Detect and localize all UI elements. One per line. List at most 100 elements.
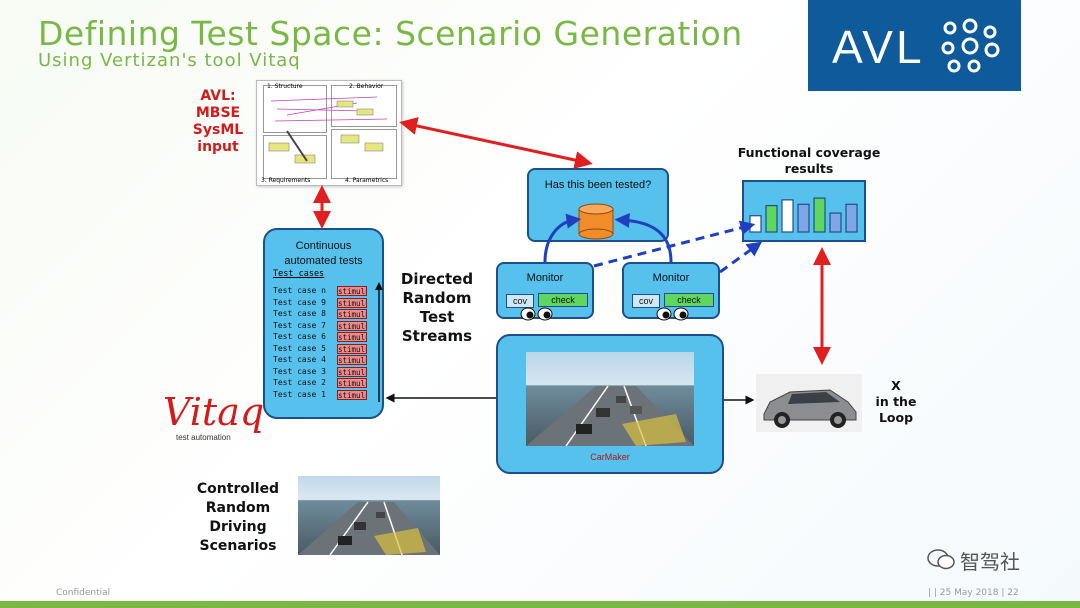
test-case-stimulus: stimulus	[337, 332, 367, 342]
test-case-row: Test case 3 stimulus	[273, 366, 369, 378]
mbse-label: AVL: MBSE SysML input	[188, 88, 248, 156]
vitaq-tagline: test automation	[176, 433, 231, 442]
dashed-blue-arrow	[719, 241, 763, 274]
monitor-label: Monitor	[526, 272, 564, 284]
test-case-stimulus: stimulus	[337, 366, 367, 377]
x-loop-label: X in the Loop	[866, 378, 926, 426]
eyes-icon	[656, 307, 689, 321]
directed-streams-line: Random	[402, 289, 472, 307]
scenarios-label: Controlled Random Driving Scenarios	[186, 480, 290, 556]
monitor-cov: cov	[632, 294, 660, 308]
scenarios-line: Random	[205, 500, 271, 516]
test-case-row: Test case 5 stimulus	[273, 343, 369, 355]
car-image	[756, 374, 862, 432]
footer-confidential: Confidential	[56, 588, 111, 598]
road-scene	[526, 385, 694, 446]
coverage-bar	[765, 205, 778, 233]
diagram-label: 4. Parametrics	[345, 177, 389, 184]
test-case-name: Test case 1	[273, 389, 326, 399]
avl-logo-text: AVL	[832, 21, 925, 73]
blue-arrow	[614, 212, 673, 263]
test-order-arrow	[375, 282, 383, 402]
test-case-stimulus: stimulus	[337, 309, 367, 319]
test-case-name: Test case 7	[273, 320, 326, 330]
test-case-name: Test case 9	[273, 297, 326, 307]
dashed-blue-arrow	[593, 220, 756, 268]
x-loop-line: X	[891, 378, 901, 393]
footer-date-page: | | 25 May 2018 | 22	[928, 588, 1019, 598]
coverage-title: Functional coverage results	[728, 145, 890, 177]
scenarios-line: Controlled	[196, 481, 280, 497]
directed-streams-line: Directed	[400, 270, 474, 288]
red-arrow	[399, 117, 593, 169]
continuous-tests-title: automated tests	[284, 255, 363, 267]
test-case-stimulus: stimulus	[337, 343, 367, 354]
diagram-quadrant	[263, 85, 327, 133]
x-loop-line: Loop	[878, 410, 914, 425]
coverage-title-line: Functional coverage	[737, 145, 881, 160]
footer-bar	[0, 601, 1080, 608]
continuous-tests-title: Continuous	[295, 240, 352, 252]
coverage-bar	[813, 197, 826, 233]
test-case-row: Test case 1 stimulus	[273, 389, 369, 401]
coverage-bar	[797, 203, 810, 233]
test-case-row: Test case 7 stimulus	[273, 320, 369, 332]
test-case-row: Test case 9 stimulus	[273, 297, 369, 309]
wechat-icon	[927, 549, 955, 570]
monitor-cov: cov	[506, 294, 534, 308]
carmaker-screen	[526, 352, 694, 446]
x-loop-line: in the	[875, 394, 917, 409]
test-case-name: Test case 6	[273, 332, 326, 341]
test-case-stimulus: stimulus	[337, 297, 367, 308]
test-case-row: Test case 2 stimulus	[273, 378, 369, 389]
coverage-bar	[845, 203, 858, 233]
monitor-label: Monitor	[652, 272, 690, 284]
test-case-stimulus: stimulus	[337, 320, 367, 331]
tested-box-label: Has this been tested?	[544, 179, 652, 191]
test-case-row: Test case 8 stimulus	[273, 309, 369, 320]
continuous-tests-box: Continuous automated tests Test cases Te…	[263, 228, 384, 419]
test-cases-header: Test cases	[273, 269, 325, 279]
test-case-row: Test case 6 stimulus	[273, 332, 369, 343]
blue-arrow	[543, 213, 582, 263]
test-case-name: Test case 2	[273, 378, 326, 387]
sysml-diagram: 1. Structure 2. Behavior 3. Requirements…	[256, 80, 402, 186]
mbse-label-line: AVL:	[200, 88, 236, 104]
test-case-row: Test case 4 stimulus	[273, 355, 369, 366]
test-case-stimulus: stimulus	[337, 286, 367, 296]
avl-logo	[808, 0, 1021, 91]
directed-streams-line: Test	[419, 308, 455, 326]
scenarios-line: Driving	[209, 519, 267, 535]
test-case-name: Test case 4	[273, 355, 326, 364]
test-case-name: Test case 8	[273, 309, 326, 318]
diagram-quadrant	[263, 135, 327, 179]
diagram-label: 3. Requirements	[261, 177, 311, 184]
mbse-label-line: SysML	[192, 122, 244, 138]
test-case-name: Test case 3	[273, 366, 326, 376]
monitor-check: check	[538, 293, 588, 307]
driving-scenario-image	[298, 476, 440, 555]
test-case-stimulus: stimulus	[337, 389, 367, 400]
coverage-bar	[781, 199, 794, 233]
page-title: Defining Test Space: Scenario Generation	[38, 14, 743, 53]
test-case-name: Test case 5	[273, 343, 326, 353]
diagram-quadrant	[331, 85, 397, 127]
monitor-check: check	[664, 293, 714, 307]
carmaker-box: CarMaker	[496, 334, 724, 474]
coverage-chart	[742, 180, 866, 242]
test-case-stimulus: stimulus	[337, 378, 367, 388]
directed-streams-line: Streams	[401, 327, 473, 345]
scenarios-line: Scenarios	[199, 538, 277, 554]
test-case-stimulus: stimulus	[337, 355, 367, 365]
diagram-lines	[268, 96, 388, 164]
eyes-icon	[520, 307, 553, 321]
vitaq-logo: Vitaq	[163, 390, 265, 434]
directed-streams-label: Directed Random Test Streams	[394, 270, 480, 346]
page-subtitle: Using Vertizan's tool Vitaq	[38, 50, 301, 71]
carmaker-label: CarMaker	[590, 452, 630, 462]
monitor-box: Monitor cov check	[622, 262, 720, 319]
test-case-name: Test case n	[273, 286, 326, 295]
mbse-label-line: input	[197, 139, 239, 155]
car-icon	[763, 389, 857, 428]
